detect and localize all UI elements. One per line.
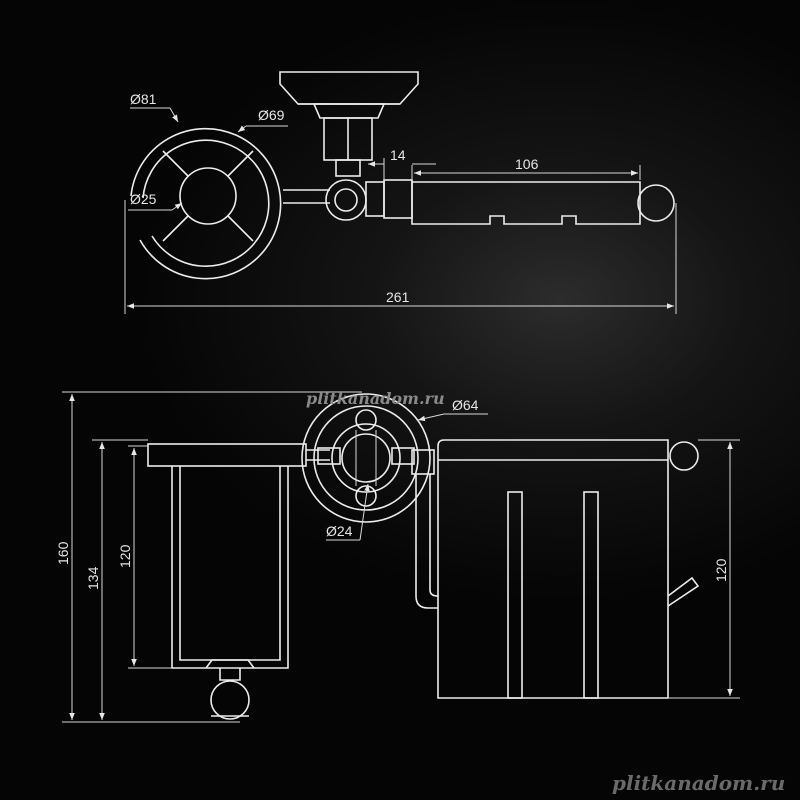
dim-d24: Ø24 [326,523,353,539]
watermark-corner: plitkanadom.ru [612,771,785,795]
paper-cover [437,439,669,699]
dim-261: 261 [386,289,410,305]
holder-tray [147,443,307,467]
ring-holder [130,127,330,280]
watermark-center: plitkanadom.ru [306,389,445,408]
wall-mount-front [301,393,431,523]
dim-d69: Ø69 [258,107,285,123]
front-view: Ø64 Ø24 160 134 120 120 [55,391,740,723]
dim-120-left: 120 [117,544,133,568]
wall-mount-top [279,71,419,221]
paper-holder [411,439,700,699]
center-hub [179,167,237,225]
dim-d64: Ø64 [452,397,479,413]
dim-d81: Ø81 [130,91,157,107]
top-view: Ø81 Ø69 Ø25 14 106 261 [124,71,677,314]
dim-14: 14 [390,147,406,163]
dim-134: 134 [85,566,101,590]
glass-holder [147,443,330,720]
glass-cup [171,466,289,669]
dim-106: 106 [515,156,539,172]
dim-d25: Ø25 [130,191,157,207]
dim-160: 160 [55,541,71,565]
dimension-lines-front [62,391,740,723]
dimension-lines-top [124,107,677,314]
inner-ring [142,139,270,267]
outer-ring [130,127,282,280]
dim-120-right: 120 [713,558,729,582]
paper-holder-arm [411,181,675,225]
bottom-knob [210,680,250,720]
